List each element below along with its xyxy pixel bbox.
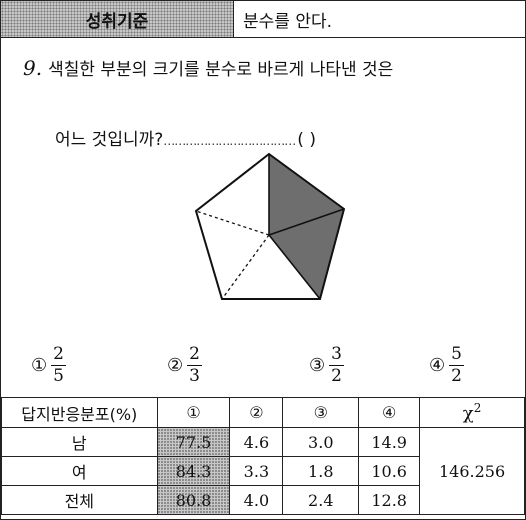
column-header: ② (229, 397, 284, 428)
question-line-1: 9.색칠한 부분의 크기를 분수로 바르게 나타낸 것은 (23, 55, 393, 80)
table-cell: 1.8 (282, 456, 360, 486)
answer-blank: ( ) (297, 130, 316, 150)
table-cell: 2.4 (282, 485, 360, 515)
chi-square-header: χ2 (419, 397, 525, 428)
option-mark: ③ (309, 355, 326, 376)
table-header-row: 답지반응분포(%) ① ② ③ ④ χ2 (1, 397, 525, 428)
table-cell: 4.6 (229, 427, 284, 457)
chi-symbol: χ (462, 403, 474, 424)
row-label: 전체 (1, 485, 158, 515)
fraction-numerator: 2 (187, 344, 202, 366)
option-3[interactable]: ③ 3 2 (309, 346, 344, 385)
table-cell: 3.3 (229, 456, 284, 486)
leader-dots: ……………………………… (163, 134, 296, 148)
row-label: 남 (1, 427, 158, 457)
option-2[interactable]: ② 2 3 (167, 346, 202, 385)
table-cell: 10.6 (358, 456, 421, 486)
option-mark: ② (167, 355, 184, 376)
question-line-2: 어느 것입니까?………………………………( ) (55, 125, 316, 150)
column-header: ④ (358, 397, 421, 428)
table-cell-correct: 84.3 (156, 456, 231, 486)
table-cell-correct: 80.8 (156, 485, 231, 515)
fraction-numerator: 2 (51, 344, 66, 366)
option-mark: ① (31, 355, 48, 376)
option-mark: ④ (429, 355, 446, 376)
column-header: ① (156, 397, 231, 428)
achievement-standard-value: 분수를 안다. (243, 11, 333, 32)
option-fraction: 3 2 (329, 346, 344, 385)
option-fraction: 5 2 (449, 346, 464, 385)
chi-square-value: 146.256 (419, 427, 525, 515)
shaded-region (269, 154, 344, 299)
question-text: 색칠한 부분의 크기를 분수로 바르게 나타낸 것은 (48, 60, 394, 80)
option-4[interactable]: ④ 5 2 (429, 346, 464, 385)
table-cell: 3.0 (282, 427, 360, 457)
fraction-denominator: 5 (53, 366, 64, 386)
option-fraction: 2 5 (51, 346, 66, 385)
fraction-numerator: 3 (329, 344, 344, 366)
table-cell: 4.0 (229, 485, 284, 515)
achievement-standard-label: 성취기준 (1, 1, 234, 37)
solid-divider-bottom (268, 234, 321, 300)
table-corner-label: 답지반응분포(%) (1, 397, 158, 428)
achievement-header: 성취기준 분수를 안다. (1, 1, 525, 38)
option-fraction: 2 3 (187, 346, 202, 385)
table-cell-correct: 77.5 (156, 427, 231, 457)
solid-divider-right (268, 208, 345, 236)
fraction-denominator: 2 (331, 366, 342, 386)
chi-exponent: 2 (473, 401, 482, 415)
fraction-numerator: 5 (449, 344, 464, 366)
pentagon-figure (194, 152, 346, 300)
question-text-2: 어느 것입니까? (55, 130, 164, 150)
dashed-divider-bottom-left (221, 234, 270, 300)
fraction-denominator: 2 (451, 366, 462, 386)
table-cell: 14.9 (358, 427, 421, 457)
option-1[interactable]: ① 2 5 (31, 346, 66, 385)
question-number: 9. (23, 56, 43, 80)
table-row: 전체 80.8 4.0 2.4 12.8 (1, 485, 525, 515)
table-row: 남 77.5 4.6 3.0 14.9 146.256 (1, 427, 525, 515)
response-distribution-table: 답지반응분포(%) ① ② ③ ④ χ2 남 77.5 4.6 3.0 14.9… (1, 397, 525, 515)
table-cell: 12.8 (358, 485, 421, 515)
row-label: 여 (1, 456, 158, 486)
column-header: ③ (282, 397, 360, 428)
dashed-divider-left (195, 210, 270, 236)
pentagon-outline (194, 152, 346, 300)
fraction-denominator: 3 (189, 366, 200, 386)
